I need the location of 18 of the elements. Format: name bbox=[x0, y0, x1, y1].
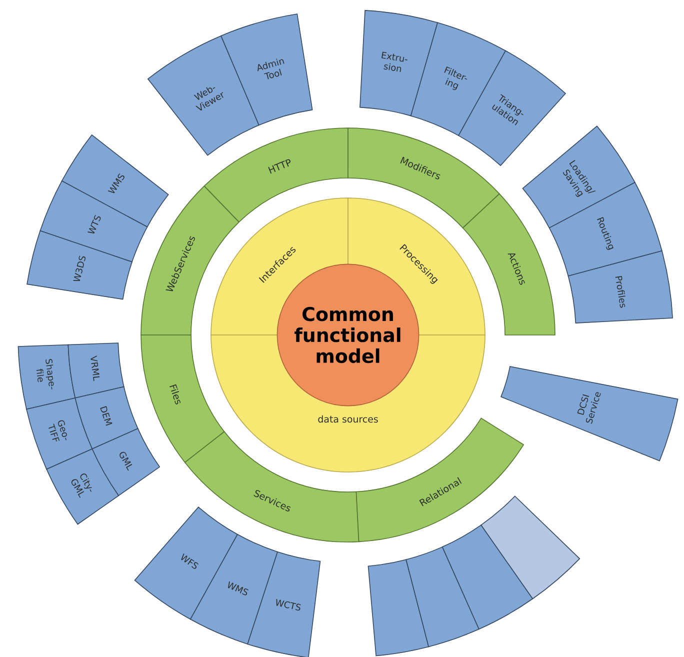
ring-segment: WCTS bbox=[247, 551, 321, 657]
ring-segment: DCSI Service bbox=[500, 366, 678, 462]
ring-segment: Geo- TIFF bbox=[26, 398, 93, 470]
ring-segment bbox=[368, 559, 430, 656]
ring-segment bbox=[406, 546, 480, 648]
ring-segment: DEM bbox=[74, 386, 138, 450]
ring-segment: Profiles bbox=[568, 250, 673, 324]
ring-segment: Files bbox=[140, 334, 225, 463]
ring-segment: Shape- file bbox=[18, 344, 76, 410]
node-label: Profiles bbox=[615, 276, 626, 308]
ring-segment bbox=[480, 496, 580, 600]
ring-segment: GML bbox=[92, 428, 160, 496]
ring-segment: City- GML bbox=[46, 448, 120, 525]
node-label: WCTS bbox=[276, 598, 301, 611]
ring-segment: VRML bbox=[68, 342, 124, 398]
ring-segment bbox=[442, 524, 534, 630]
ring-segment: HTTP bbox=[204, 128, 348, 222]
ring-segment: Extru- sion bbox=[360, 10, 438, 116]
